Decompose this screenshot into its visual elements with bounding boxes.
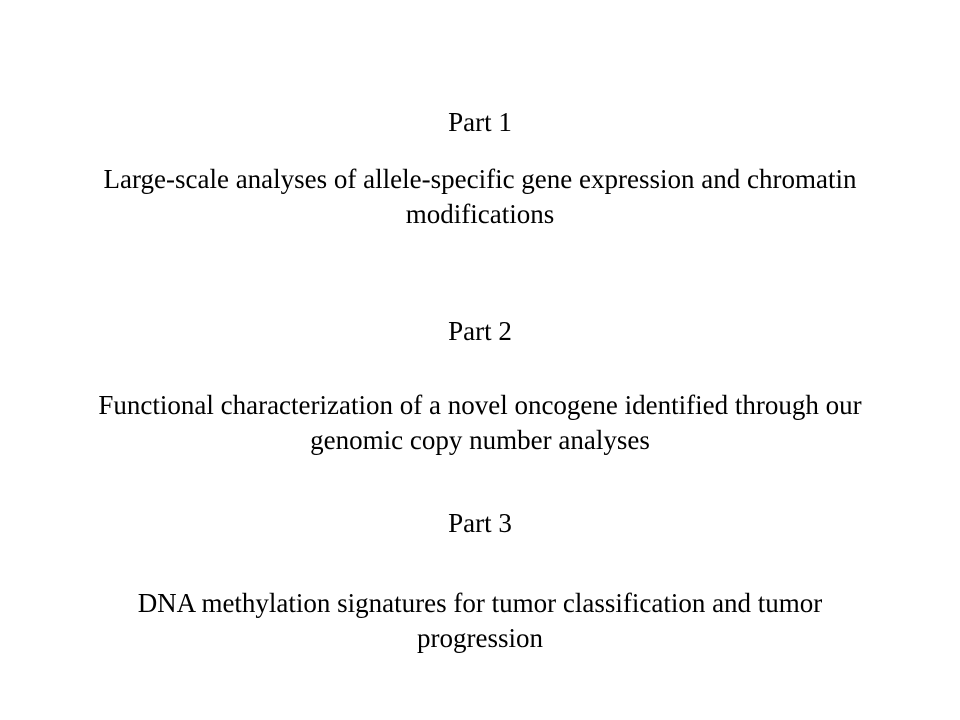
part-2-description: Functional characterization of a novel o…	[98, 390, 862, 455]
part-2-heading: Part 2	[448, 316, 512, 346]
part-1-description: Large-scale analyses of allele-specific …	[103, 164, 857, 229]
part-3-heading: Part 3	[448, 508, 512, 538]
part-3-description: DNA methylation signatures for tumor cla…	[137, 588, 823, 653]
part-1-heading: Part 1	[448, 107, 512, 137]
